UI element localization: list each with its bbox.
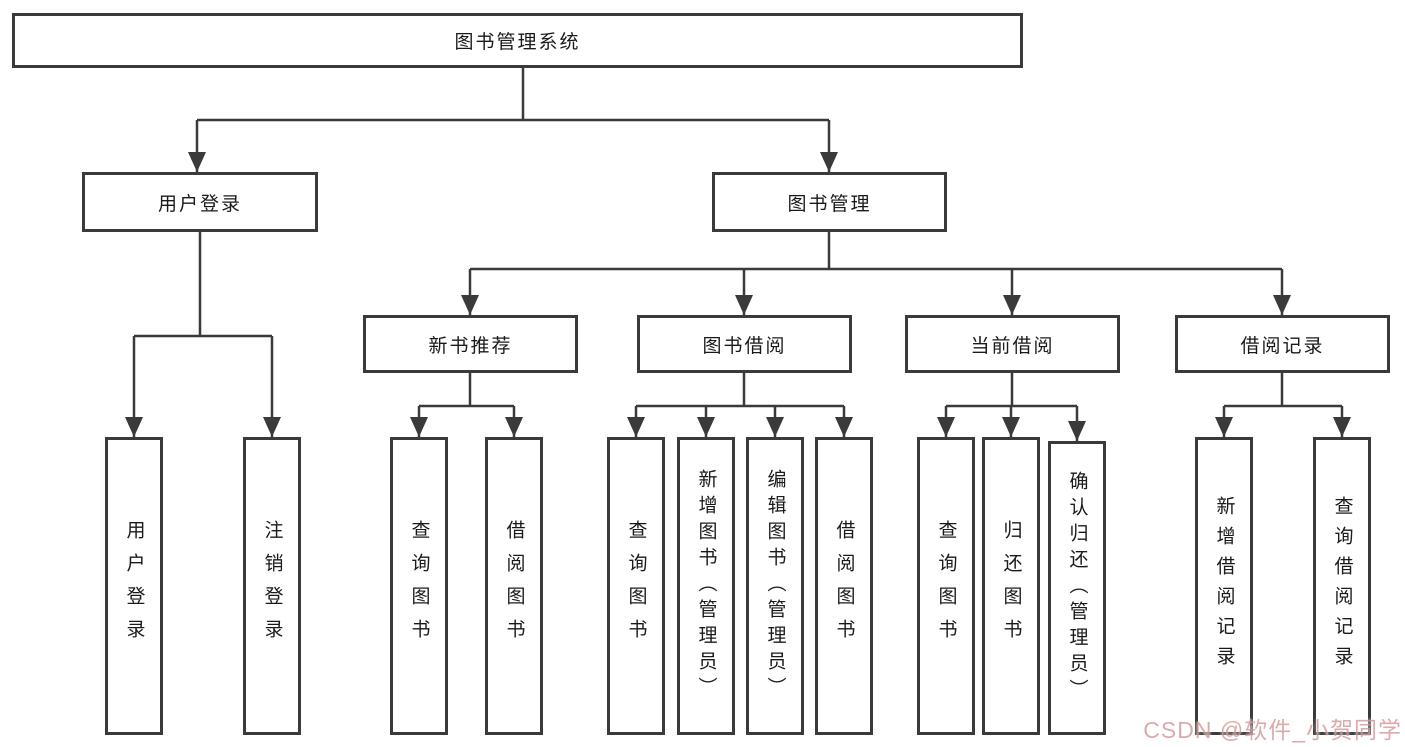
- node-label: 借阅图书: [833, 520, 855, 652]
- node-label: 用户登录: [123, 520, 145, 652]
- connector-new-book: [417, 373, 516, 437]
- node-edit-book-admin: 编辑图书（管理员）: [746, 437, 804, 735]
- node-label: 新书推荐: [428, 335, 513, 357]
- node-new-book-recommendation: 新书推荐: [363, 315, 578, 373]
- node-query-books-recommend: 查询图书: [390, 437, 448, 735]
- connector-book-management: [468, 232, 1284, 315]
- node-label: 查询图书: [625, 520, 647, 652]
- node-confirm-return-admin: 确认归还（管理员）: [1048, 441, 1106, 735]
- watermark: CSDN @软件_小贺同学: [1143, 717, 1402, 743]
- connector-borrow-records: [1222, 373, 1344, 437]
- node-label: 当前借阅: [970, 335, 1055, 357]
- node-label: 归还图书: [1000, 520, 1022, 652]
- node-current-borrowing: 当前借阅: [905, 315, 1120, 373]
- node-label: 查询图书: [935, 520, 957, 652]
- node-add-borrow-record: 新增借阅记录: [1195, 437, 1253, 735]
- connector-root: [195, 68, 831, 172]
- node-borrow-books-recommend: 借阅图书: [485, 437, 543, 735]
- node-user-login: 用户登录: [82, 172, 318, 232]
- node-book-management: 图书管理: [712, 172, 947, 232]
- node-book-borrowing: 图书借阅: [637, 315, 852, 373]
- node-borrowing-records: 借阅记录: [1175, 315, 1390, 373]
- connector-book-borrow: [634, 373, 846, 437]
- node-add-book-admin: 新增图书（管理员）: [677, 437, 735, 735]
- node-query-borrow-record: 查询借阅记录: [1313, 437, 1371, 735]
- node-label: 用户登录: [157, 193, 242, 215]
- node-label: 查询图书: [408, 520, 430, 652]
- node-query-books-current: 查询图书: [917, 437, 975, 735]
- node-borrow-books-borrow: 借阅图书: [815, 437, 873, 735]
- node-query-books-borrow: 查询图书: [607, 437, 665, 735]
- node-library-system: 图书管理系统: [12, 13, 1023, 68]
- node-label: 新增图书（管理员）: [695, 469, 717, 703]
- node-label: 图书管理: [787, 193, 872, 215]
- node-label: 确认归还（管理员）: [1066, 471, 1088, 705]
- connector-user-login: [132, 232, 274, 437]
- node-label: 图书借阅: [702, 335, 787, 357]
- node-label: 借阅图书: [503, 520, 525, 652]
- node-user-login-action: 用户登录: [105, 437, 163, 735]
- node-label: 新增借阅记录: [1213, 496, 1235, 676]
- node-label: 编辑图书（管理员）: [764, 469, 786, 703]
- node-logout-action: 注销登录: [243, 437, 301, 735]
- connector-current-borrow: [944, 373, 1079, 441]
- node-label: 注销登录: [261, 520, 283, 652]
- node-label: 借阅记录: [1240, 335, 1325, 357]
- node-label: 图书管理系统: [454, 32, 581, 53]
- node-label: 查询借阅记录: [1331, 496, 1353, 676]
- node-return-books: 归还图书: [982, 437, 1040, 735]
